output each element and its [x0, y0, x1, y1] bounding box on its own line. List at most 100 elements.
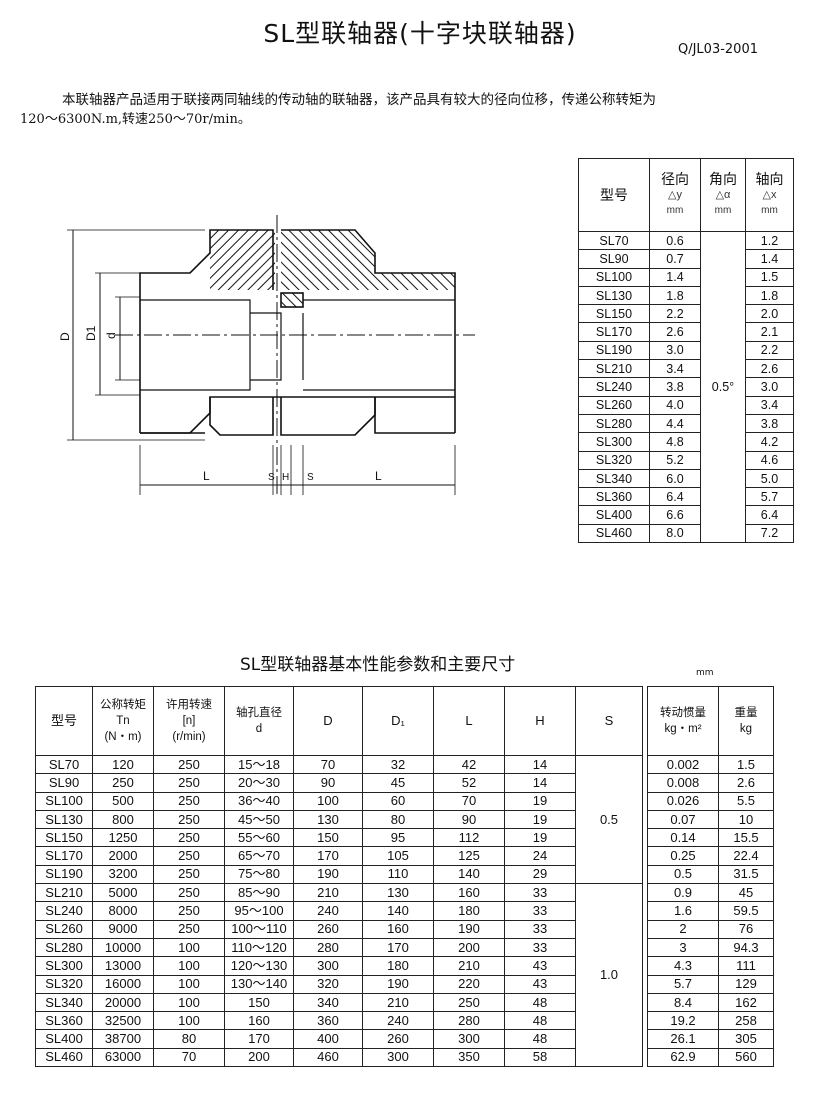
cell-D1: 45	[362, 773, 434, 793]
cell-D1: 300	[362, 1047, 434, 1068]
cell-radial: 6.0	[649, 468, 701, 489]
cell-inertia: 0.002	[647, 754, 719, 775]
col-header-radial: 径向 △y mm	[649, 158, 701, 232]
cell-H: 48	[504, 992, 576, 1013]
cell-H: 33	[504, 883, 576, 903]
main-table-unit: mm	[696, 668, 714, 678]
main-table-title: SL型联轴器基本性能参数和主要尺寸	[240, 655, 516, 675]
cell-model: SL190	[578, 340, 650, 361]
cell-inertia: 19.2	[647, 1011, 719, 1031]
cell-H: 33	[504, 901, 576, 921]
cell-H: 33	[504, 937, 576, 958]
cell-axial: 5.7	[745, 487, 794, 507]
cell-speed: 250	[153, 901, 225, 921]
cell-D1: 170	[362, 937, 434, 958]
cell-D1: 130	[362, 883, 434, 903]
cell-D1: 180	[362, 956, 434, 976]
cell-L: 280	[433, 1011, 505, 1031]
cell-bore: 75～80	[224, 864, 294, 885]
cell-weight: 1.5	[718, 754, 774, 775]
cell-axial: 1.4	[745, 249, 794, 269]
cell-speed: 250	[153, 754, 225, 775]
cell-radial: 0.6	[649, 230, 701, 251]
col-header-L: L	[433, 686, 505, 756]
cell-model: SL300	[578, 432, 650, 452]
cell-bore: 120～130	[224, 956, 294, 976]
col-header-axial: 轴向 △x mm	[745, 158, 794, 232]
cell-model: SL280	[35, 937, 93, 958]
cell-weight: 560	[718, 1047, 774, 1068]
cell-weight: 5.5	[718, 791, 774, 811]
cell-torque: 8000	[92, 901, 154, 921]
col-header-H: H	[504, 686, 576, 756]
col-header-D: D	[293, 686, 363, 756]
cell-weight: 258	[718, 1011, 774, 1031]
cell-speed: 100	[153, 974, 225, 994]
cell-H: 43	[504, 974, 576, 994]
cell-H: 19	[504, 791, 576, 811]
cell-D: 210	[293, 883, 363, 903]
cell-model: SL90	[35, 773, 93, 793]
col-header-torque: 公称转矩 Tn (N・m)	[92, 686, 154, 756]
cell-bore: 55～60	[224, 828, 294, 848]
cell-bore: 20～30	[224, 773, 294, 793]
cell-speed: 100	[153, 1011, 225, 1031]
cell-bore: 95～100	[224, 901, 294, 921]
cell-L: 42	[433, 754, 505, 775]
cell-axial: 2.1	[745, 322, 794, 342]
cell-L: 350	[433, 1047, 505, 1068]
cell-radial: 2.2	[649, 304, 701, 324]
cell-speed: 250	[153, 919, 225, 939]
cell-radial: 8.0	[649, 523, 701, 544]
cell-inertia: 0.026	[647, 791, 719, 811]
cell-axial: 1.2	[745, 230, 794, 251]
cell-H: 19	[504, 809, 576, 830]
cell-D: 190	[293, 864, 363, 885]
cell-H: 14	[504, 754, 576, 775]
cell-inertia: 1.6	[647, 901, 719, 921]
cell-L: 160	[433, 883, 505, 903]
cell-torque: 5000	[92, 883, 154, 903]
col-header-model: 型号	[578, 158, 650, 232]
cell-model: SL260	[578, 395, 650, 415]
cell-axial: 6.4	[745, 505, 794, 525]
cell-radial: 4.4	[649, 413, 701, 434]
cell-radial: 4.0	[649, 395, 701, 415]
cell-axial: 3.8	[745, 413, 794, 434]
cell-inertia: 8.4	[647, 992, 719, 1013]
cell-L: 180	[433, 901, 505, 921]
cell-weight: 45	[718, 883, 774, 903]
cell-weight: 31.5	[718, 864, 774, 885]
cell-model: SL100	[35, 791, 93, 811]
cell-bore: 45～50	[224, 809, 294, 830]
cell-D1: 110	[362, 864, 434, 885]
dim-label-S-right: S	[307, 472, 314, 483]
cell-L: 190	[433, 919, 505, 939]
cell-inertia: 62.9	[647, 1047, 719, 1068]
cell-H: 33	[504, 919, 576, 939]
cell-weight: 94.3	[718, 937, 774, 958]
cell-H: 19	[504, 828, 576, 848]
cell-weight: 59.5	[718, 901, 774, 921]
cell-D1: 32	[362, 754, 434, 775]
col-header-bore: 轴孔直径 d	[224, 686, 294, 756]
cell-inertia: 0.5	[647, 864, 719, 885]
cell-L: 90	[433, 809, 505, 830]
intro-paragraph: 本联轴器产品适用于联接两同轴线的传动轴的联轴器，该产品具有较大的径向位移，传递公…	[20, 90, 820, 130]
cell-axial: 4.6	[745, 450, 794, 470]
cell-H: 29	[504, 864, 576, 885]
dim-label-L-left: L	[203, 469, 210, 483]
cell-speed: 250	[153, 773, 225, 793]
cell-weight: 162	[718, 992, 774, 1013]
